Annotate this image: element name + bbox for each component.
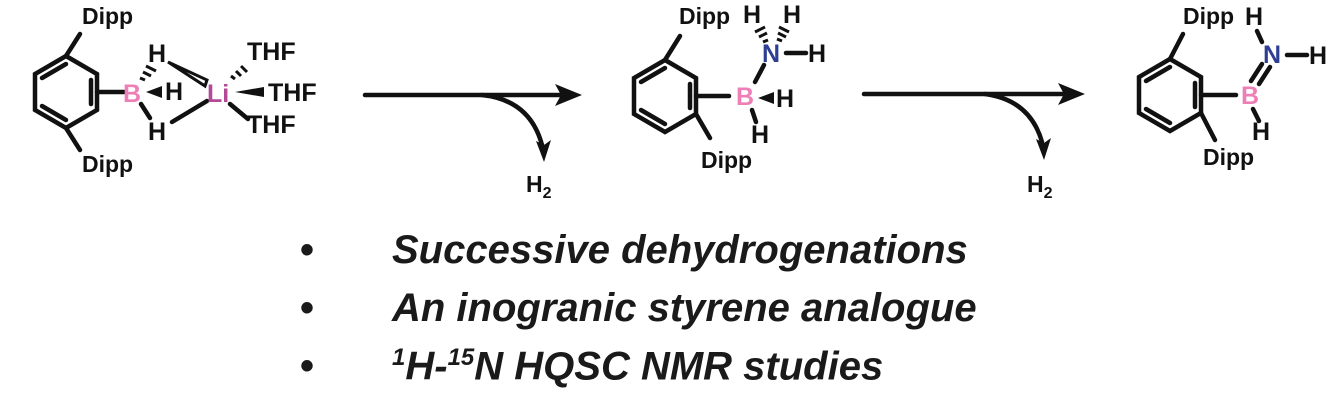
- boron-atom-1: B: [123, 80, 141, 108]
- hydrogen-b-bottom-3: H: [1252, 118, 1270, 146]
- bullet-marker: •: [300, 228, 315, 272]
- wedge-b-h-right-2: [758, 92, 774, 104]
- highlight-text-part: H-: [405, 344, 448, 389]
- highlight-text: 1H-15N HQSC NMR studies: [392, 344, 883, 389]
- highlight-item: • 1H-15N HQSC NMR studies: [300, 344, 1300, 402]
- li-thf-bottom-bond: [227, 101, 251, 122]
- h2-release-arrow-1: [479, 92, 545, 148]
- highlight-item: • Successive dehydrogenations: [300, 228, 1300, 286]
- wedge-b-h-mid-1: [146, 86, 162, 98]
- isotope-superscript-15: 15: [447, 344, 475, 371]
- benzene-ring-2: [631, 57, 699, 135]
- dipp-label-top-1: Dipp: [82, 3, 133, 29]
- highlight-item: • An inogranic styrene analogue: [300, 286, 1300, 344]
- b-n-bond-2: [752, 62, 767, 85]
- lithium-atom: Li: [207, 80, 229, 108]
- nitrogen-atom-3: N: [1263, 41, 1281, 69]
- dipp-label-top-3: Dipp: [1183, 3, 1234, 29]
- benzene-ring-1: [32, 53, 100, 131]
- b-h-bottom-bond-1: [138, 101, 153, 121]
- thf-bottom-label: THF: [247, 111, 296, 139]
- ring-to-dipp-top-1: [63, 31, 83, 59]
- b-h-bottom-bond-3: [1250, 106, 1262, 124]
- hydrogen-b-right-2: H: [776, 85, 794, 113]
- dipp-label-top-2: Dipp: [679, 3, 730, 29]
- hydrogen-bridge-mid: H: [165, 78, 183, 106]
- ring-to-dipp-top-2: [662, 33, 683, 63]
- hashed-bond-n-h-top-right-2: [776, 25, 790, 43]
- wedge-li-thf-mid: [235, 87, 264, 97]
- b-n-double-bond-a: [1248, 61, 1265, 84]
- h2-byproduct-1: H2: [526, 171, 552, 202]
- dipp-label-bottom-3: Dipp: [1203, 144, 1254, 170]
- highlight-text-part: N HQSC NMR studies: [474, 344, 884, 389]
- hydrogen-n-right-2: H: [808, 40, 826, 68]
- n-h-top-bond-3: [1254, 28, 1265, 45]
- h2-arrowhead-1: [536, 140, 551, 162]
- hydrogen-b-bottom-2: H: [751, 121, 769, 149]
- arrowhead-2: [1058, 83, 1085, 105]
- highlight-text: Successive dehydrogenations: [392, 228, 968, 272]
- ring-to-dipp-bottom-3: [1198, 110, 1218, 143]
- arrowhead-1: [555, 84, 582, 106]
- hydrogen-bridge-top: H: [148, 40, 166, 68]
- boron-atom-3: B: [1241, 82, 1259, 110]
- bullet-marker: •: [300, 344, 315, 388]
- nitrogen-atom-2: N: [762, 40, 780, 68]
- dipp-label-bottom-1: Dipp: [82, 151, 133, 177]
- h2-arrowhead-2: [1036, 138, 1051, 160]
- reaction-scheme: Dipp Dipp B H H H Li THF THF THF Dipp Di…: [32, 1, 1327, 202]
- boron-atom-2: B: [736, 83, 754, 111]
- hashed-bond-n-h-top-left-2: [754, 25, 769, 44]
- hydrogen-n-top-left-2: H: [743, 1, 761, 29]
- highlight-text: An inogranic styrene analogue: [392, 286, 977, 330]
- h2-byproduct-2: H2: [1027, 171, 1053, 202]
- thf-mid-label: THF: [268, 79, 317, 107]
- isotope-superscript-1: 1: [392, 344, 406, 371]
- highlights-list: • Successive dehydrogenations • An inogr…: [300, 228, 1300, 402]
- bullet-marker: •: [300, 286, 315, 330]
- hashed-bond-b-h-top-1: [139, 64, 157, 82]
- hydrogen-n-right-3: H: [1309, 42, 1327, 70]
- hydrogen-bridge-bottom: H: [148, 118, 166, 146]
- ring-to-dipp-bottom-1: [63, 125, 83, 153]
- hydrogen-n-top-right-2: H: [783, 1, 801, 29]
- b-h-bottom-bond-2: [749, 107, 759, 125]
- bridge-wedge-top: [167, 60, 209, 89]
- thf-top-label: THF: [247, 38, 296, 66]
- ring-to-dipp-top-3: [1167, 31, 1186, 62]
- benzene-ring-3: [1136, 56, 1204, 134]
- h-li-bridge-bottom: [169, 98, 210, 125]
- h2-release-arrow-2: [982, 91, 1045, 145]
- dipp-label-bottom-2: Dipp: [701, 147, 752, 173]
- hashed-bond-li-thf-top: [230, 64, 249, 81]
- b-n-double-bond-b: [1256, 64, 1273, 87]
- hydrogen-n-top-3: H: [1245, 3, 1263, 31]
- ring-to-dipp-bottom-2: [693, 111, 713, 141]
